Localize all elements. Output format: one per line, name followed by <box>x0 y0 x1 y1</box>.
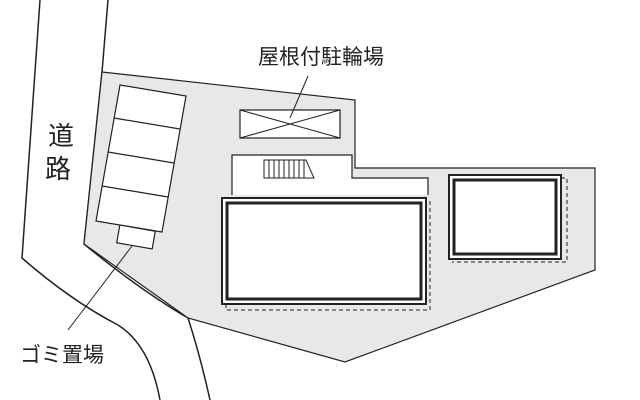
annex-building <box>448 174 568 263</box>
bicycle-parking-label: 屋根付駐輪場 <box>258 45 384 69</box>
road-label-char-2: 路 <box>45 155 71 185</box>
road-label-char-1: 道 <box>48 122 74 152</box>
stairs-icon <box>263 159 315 179</box>
garbage-label: ゴミ置場 <box>20 343 104 367</box>
bicycle-leader-line <box>289 75 309 119</box>
bicycle-parking-shelter <box>239 109 341 139</box>
road-left-edge <box>21 0 161 400</box>
garbage-area <box>116 224 156 250</box>
garbage-leader-line <box>67 245 133 331</box>
main-building <box>221 197 431 311</box>
parking-spaces <box>95 84 187 233</box>
road-right-edge <box>83 0 211 400</box>
